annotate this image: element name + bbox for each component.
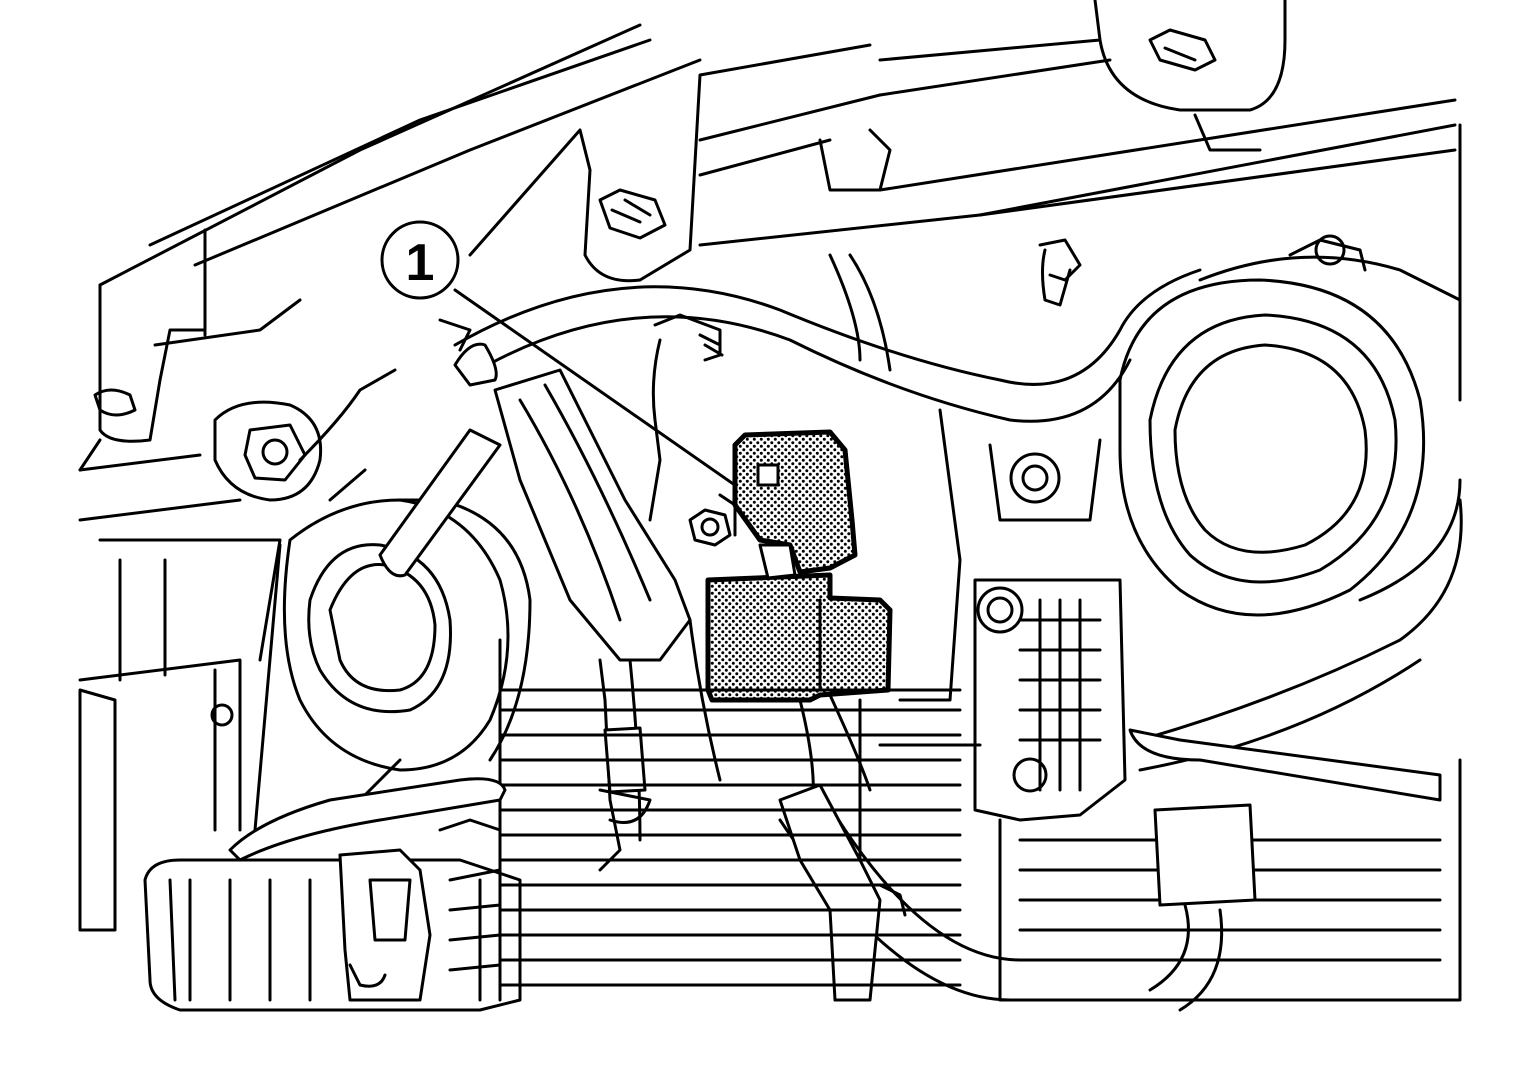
radiator-core (78, 538, 982, 1002)
pipe-diagonal (378, 428, 502, 578)
upper-frame-rail (78, 0, 1462, 472)
upper-left-sensor (78, 368, 397, 522)
lower-left-assembly (143, 777, 522, 1012)
hose-clamp (1038, 238, 1082, 307)
harness-bracket (648, 313, 724, 522)
sensor-module (688, 429, 893, 703)
clip-left (598, 188, 667, 240)
clip-top (1148, 28, 1217, 72)
callout-1-label: 1 (406, 234, 435, 292)
lower-right-housing (998, 728, 1462, 1002)
large-pulley-right (1118, 234, 1463, 772)
wire-harness-sheath (493, 368, 722, 872)
small-connector (438, 318, 498, 387)
module-cable (778, 693, 907, 1002)
callout-1: 1 (380, 220, 460, 300)
coolant-hose (453, 253, 1202, 423)
clip-far-left (93, 388, 137, 417)
mount-bracket (898, 408, 1127, 822)
